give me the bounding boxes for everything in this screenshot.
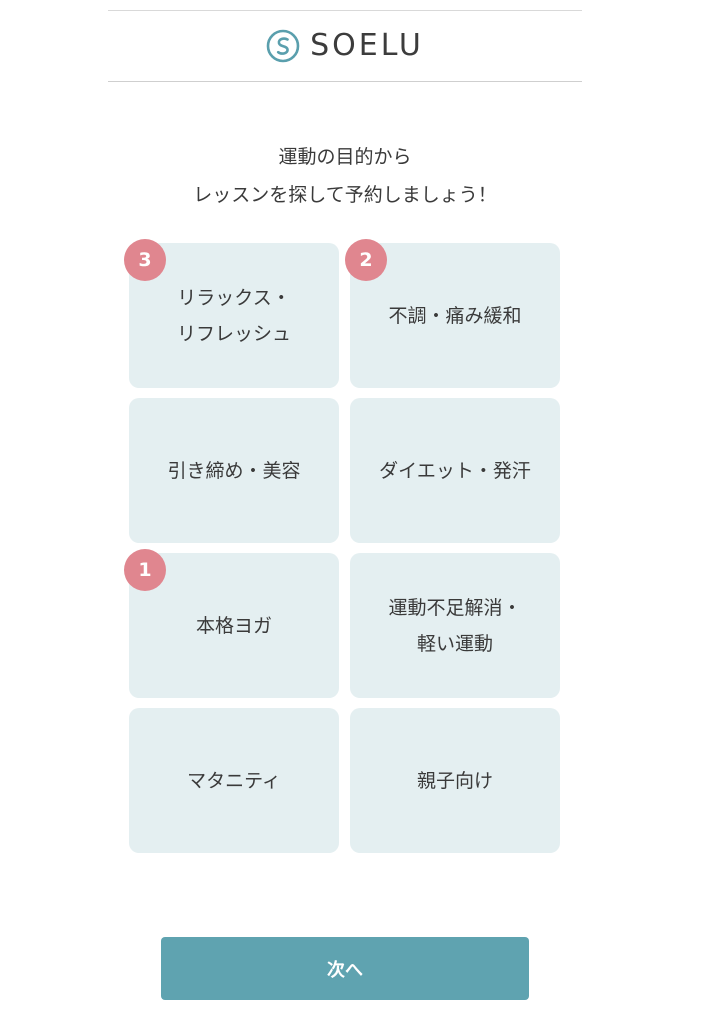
- purpose-card-diet-sweat[interactable]: ダイエット・発汗: [350, 398, 560, 543]
- soelu-logo[interactable]: SOELU: [266, 29, 424, 63]
- next-button[interactable]: 次へ: [161, 937, 529, 1000]
- purpose-card-parent-child[interactable]: 親子向け: [350, 708, 560, 853]
- app-header: SOELU: [108, 11, 582, 82]
- purpose-card-light-exercise[interactable]: 運動不足解消・ 軽い運動: [350, 553, 560, 698]
- purpose-card-authentic-yoga[interactable]: 1 本格ヨガ: [124, 549, 339, 698]
- intro-line-1: 運動の目的から: [278, 146, 412, 168]
- intro-text: 運動の目的から レッスンを探して予約しましょう！: [108, 138, 582, 214]
- purpose-label: 親子向け: [416, 769, 493, 792]
- purpose-card-toning-beauty[interactable]: 引き締め・美容: [129, 398, 339, 543]
- purpose-label: 引き締め・美容: [167, 459, 301, 482]
- top-divider: [108, 10, 582, 11]
- purpose-label: リラックス・ リフレッシュ: [176, 286, 291, 345]
- intro-line-2: レッスンを探して予約しましょう！: [193, 184, 497, 206]
- purpose-card-relax[interactable]: 3 リラックス・ リフレッシュ: [124, 239, 339, 388]
- purpose-label: 不調・痛み緩和: [388, 304, 522, 327]
- rank-badge: 1: [124, 549, 166, 591]
- logo-text: SOELU: [310, 28, 424, 63]
- purpose-label: ダイエット・発汗: [379, 459, 531, 482]
- soelu-logo-icon: [266, 29, 300, 63]
- purpose-label: 運動不足解消・ 軽い運動: [388, 596, 522, 655]
- purpose-card-maternity[interactable]: マタニティ: [129, 708, 339, 853]
- purpose-label: 本格ヨガ: [195, 614, 272, 637]
- purpose-grid: 3 リラックス・ リフレッシュ 2 不調・痛み緩和 引き締め・美容 ダイエット・…: [124, 239, 561, 853]
- purpose-card-pain-relief[interactable]: 2 不調・痛み緩和: [345, 239, 560, 388]
- purpose-label: マタニティ: [187, 769, 281, 792]
- rank-badge: 2: [345, 239, 387, 281]
- rank-badge: 3: [124, 239, 166, 281]
